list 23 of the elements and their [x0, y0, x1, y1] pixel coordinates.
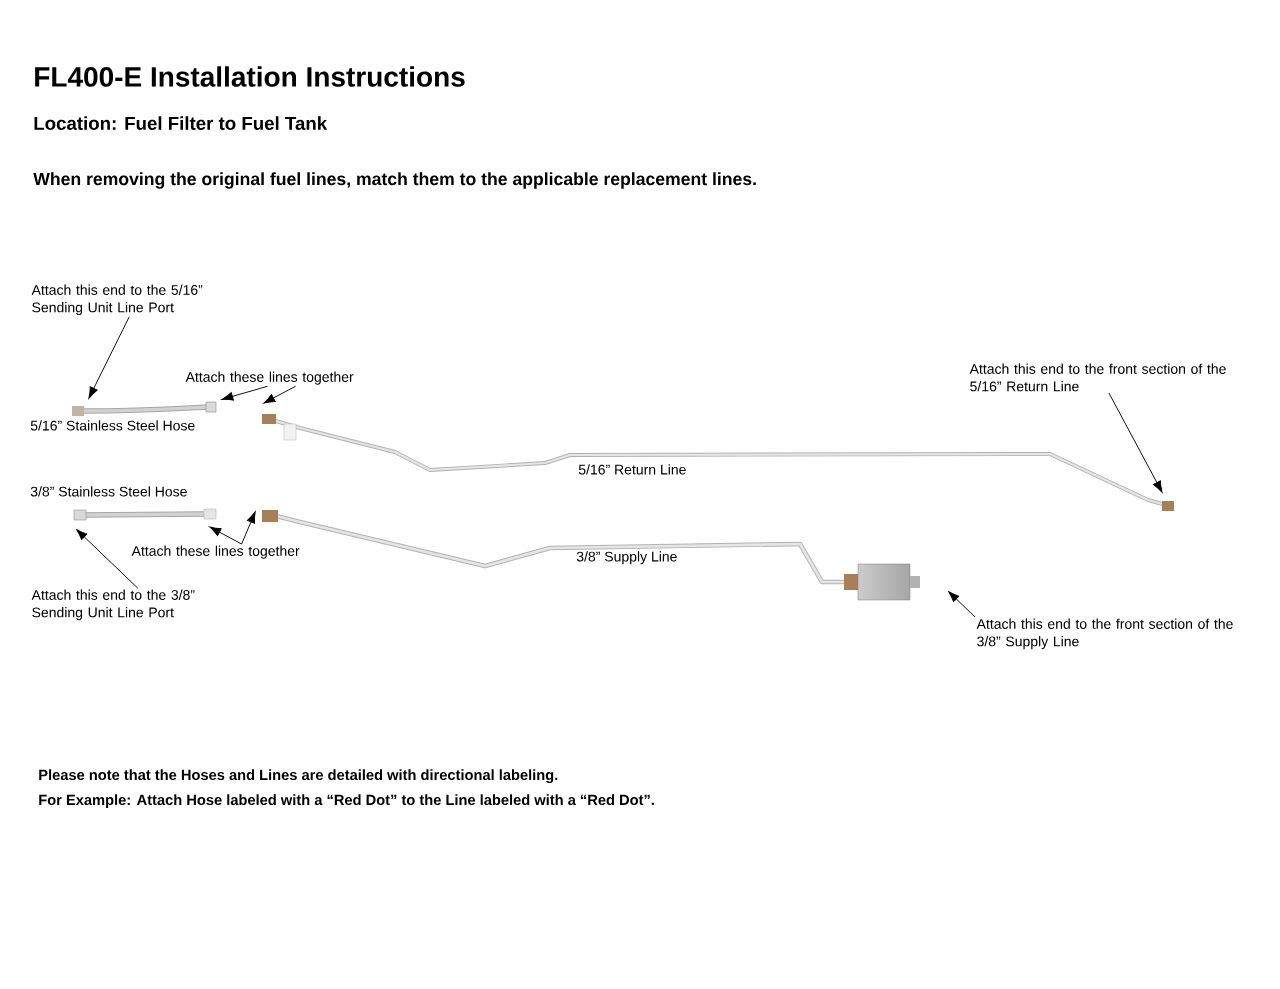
leader-line	[241, 511, 256, 545]
part-label: 5/16” Stainless Steel Hose	[30, 420, 195, 431]
callout-text: Attach this end to the front section of the 3/8” Supply Line	[976, 618, 1233, 650]
title: FL400-E Installation Instructions	[35, 66, 465, 87]
callout-text: Attach these lines together	[185, 371, 354, 385]
part-label: 5/16” Return Line	[578, 464, 686, 475]
part-label: 3/8” Stainless Steel Hose	[30, 486, 187, 497]
leader-line	[76, 528, 139, 589]
instruction-text: When removing the original fuel lines, match them to the applicable replacement lines.	[33, 172, 756, 189]
location-heading: Location: Fuel Filter to Fuel Tank	[34, 116, 328, 130]
leader-line	[221, 385, 268, 401]
leader-line	[209, 526, 243, 545]
callout-text: Attach this end to the 5/16” Sending Unit Line Port	[31, 284, 203, 316]
callout-text: Attach this end to the 3/8” Sending Unit Line Port	[31, 589, 195, 621]
note-text: Please note that the Hoses and Lines are detailed with directional labeling.	[39, 769, 558, 783]
callout-text: Attach this end to the front section of the 5/16” Return Line	[969, 363, 1226, 392]
leader-line	[88, 316, 130, 399]
leader-line	[948, 590, 976, 618]
note-text: For Example: Attach Hose labeled with a “Red Dot” to the Line labeled with a “Red Dot”.	[39, 794, 654, 808]
part-label: 3/8” Supply Line	[576, 551, 677, 565]
leader-line	[263, 385, 297, 404]
callout-text: Attach these lines together	[131, 545, 300, 559]
leader-line	[1108, 392, 1163, 493]
